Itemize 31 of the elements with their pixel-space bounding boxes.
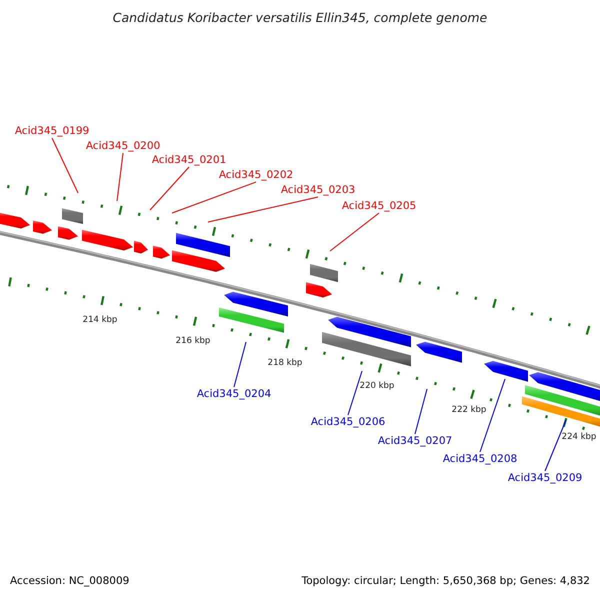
- gene-label: Acid345_0200: [86, 140, 160, 152]
- gene-label: Acid345_0208: [442, 453, 518, 465]
- gene-label: Acid345_0199: [14, 125, 90, 137]
- genome-info-text: Topology: circular; Length: 5,650,368 bp; Genes: 4,832: [302, 575, 590, 587]
- gene-label: Acid345_0206: [310, 416, 386, 428]
- leader-line: [172, 182, 256, 214]
- leader-line: [480, 378, 506, 452]
- genome-info-text: Accession: NC_008009: [10, 575, 130, 587]
- scale-label: 220 kbp: [360, 380, 394, 392]
- gene-label: Acid345_0204: [196, 388, 272, 400]
- leader-line: [330, 212, 380, 252]
- scale-label: 224 kbp: [562, 431, 596, 443]
- leader-line: [116, 152, 124, 202]
- gene-label: Acid345_0207: [378, 435, 452, 447]
- scale-label: 218 kbp: [268, 357, 302, 369]
- gene-label: Acid345_0201: [152, 154, 226, 166]
- map-title: Candidatus Koribacter versatilis Ellin345, complete genome: [112, 10, 488, 25]
- scale-label: 214 kbp: [82, 314, 118, 326]
- leader-line: [544, 420, 566, 472]
- gene-label: Acid345_0202: [218, 169, 294, 181]
- scale-label: 216 kbp: [176, 335, 210, 347]
- leader-line: [150, 166, 190, 210]
- leader-line: [52, 138, 78, 194]
- leader-line: [234, 342, 246, 388]
- gene-label: Acid345_0209: [508, 472, 582, 484]
- leader-line: [208, 196, 318, 222]
- gene-label: Acid345_0203: [280, 184, 356, 196]
- leader-line: [414, 388, 428, 434]
- leader-line: [348, 370, 362, 416]
- scale-label: 222 kbp: [452, 404, 486, 416]
- gene-label: Acid345_0205: [342, 200, 416, 212]
